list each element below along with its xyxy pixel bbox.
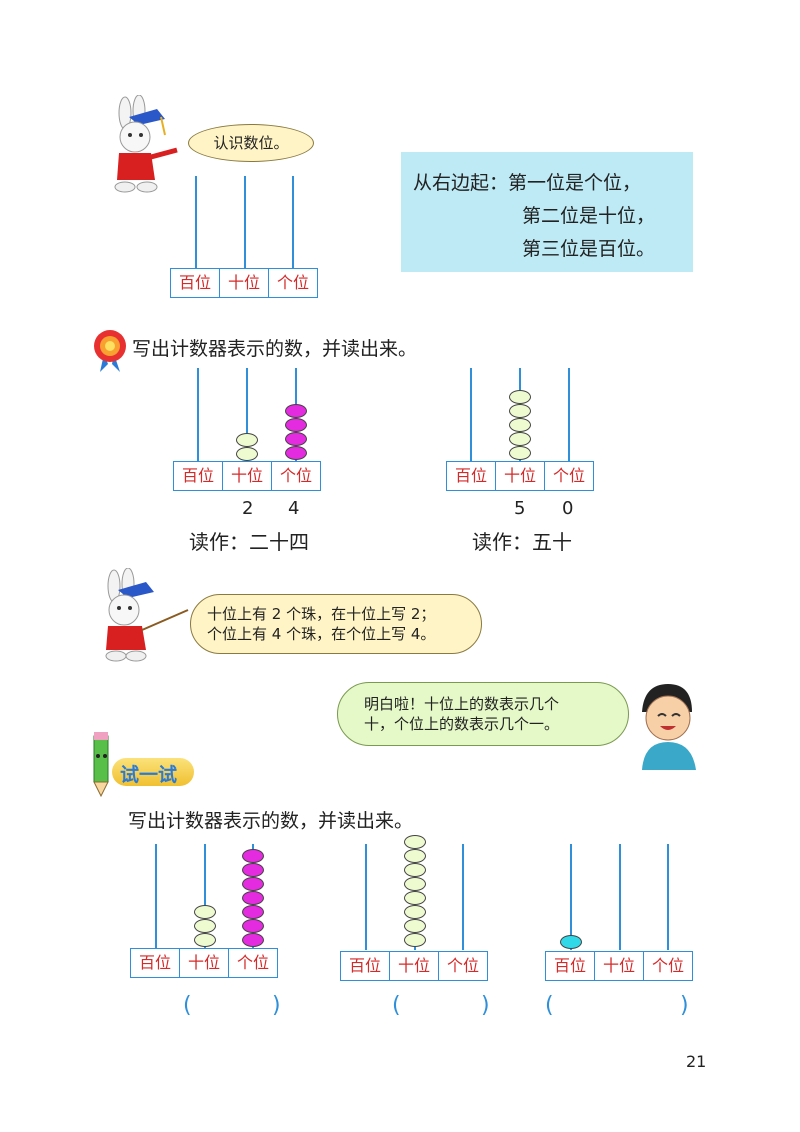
bubble-line-1: 明白啦！十位上的数表示几个	[364, 695, 560, 713]
bead	[560, 935, 582, 949]
bead	[509, 418, 531, 432]
place-label-ones: 个位	[279, 466, 312, 485]
reading-fifty: 读作：五十	[472, 530, 572, 554]
bubble-text: 认识数位。	[213, 134, 289, 152]
place-label-tens: 十位	[180, 949, 229, 977]
answer-paren-open: (	[183, 993, 192, 1018]
boy-illustration	[632, 678, 702, 770]
bead	[404, 891, 426, 905]
digit-tens: 2	[242, 498, 254, 519]
place-label-hundreds: 百位	[447, 462, 496, 490]
try-badge: 试一试	[112, 758, 194, 786]
place-label-hundreds: 百位	[174, 462, 223, 490]
flower-icon	[92, 328, 128, 372]
bead	[194, 919, 216, 933]
bead	[404, 919, 426, 933]
place-value-info-box: 从右边起：第一位是个位， 第二位是十位， 第三位是百位。	[401, 152, 693, 272]
bead	[509, 390, 531, 404]
speech-bubble-rabbit: 十位上有 2 个珠，在十位上写 2； 个位上有 4 个珠，在个位上写 4。	[190, 594, 482, 654]
place-label-hundreds: 百位	[131, 949, 180, 977]
bubble-line-2: 个位上有 4 个珠，在个位上写 4。	[207, 625, 436, 643]
bead	[404, 933, 426, 947]
try-badge-label: 试一试	[120, 764, 178, 786]
answer-paren-close: )	[272, 993, 281, 1018]
answer-blank-3[interactable]	[560, 994, 675, 1022]
info-line-3: 第三位是百位。	[522, 238, 656, 260]
bead	[242, 877, 264, 891]
digit-tens: 5	[514, 498, 526, 519]
bead	[242, 919, 264, 933]
speech-bubble-boy: 明白啦！十位上的数表示几个 十，个位上的数表示几个一。	[337, 682, 629, 746]
digit-ones: 4	[288, 498, 300, 519]
page-number: 21	[686, 1052, 707, 1071]
speech-bubble-identify: 认识数位。	[188, 124, 314, 162]
bead	[509, 446, 531, 460]
answer-blank-1[interactable]	[196, 994, 268, 1022]
bead	[404, 849, 426, 863]
bead	[285, 404, 307, 418]
place-label-hundreds: 百位	[546, 952, 595, 980]
bubble-line-2: 十，个位上的数表示几个一。	[364, 715, 560, 733]
place-label-tens: 十位	[496, 462, 545, 490]
answer-paren-close: )	[481, 993, 490, 1018]
pencil-icon	[84, 728, 120, 798]
answer-paren-close: )	[680, 993, 689, 1018]
bead	[242, 933, 264, 947]
bead	[242, 849, 264, 863]
bead	[236, 447, 258, 461]
bead	[285, 446, 307, 460]
place-label-tens: 十位	[595, 952, 644, 980]
bead	[194, 905, 216, 919]
place-label-tens: 十位	[390, 952, 439, 980]
bead	[236, 433, 258, 447]
try-instruction: 写出计数器表示的数，并读出来。	[128, 810, 414, 832]
rabbit-teacher-illustration	[95, 94, 180, 195]
info-line-2: 第二位是十位，	[522, 205, 656, 227]
bead	[509, 404, 531, 418]
place-label-ones: 个位	[552, 466, 585, 485]
bead	[194, 933, 216, 947]
place-label-hundreds: 百位	[171, 269, 220, 297]
bead	[509, 432, 531, 446]
info-line-1: 从右边起：第一位是个位，	[413, 172, 642, 194]
bead	[404, 835, 426, 849]
place-label-tens: 十位	[220, 269, 269, 297]
place-label-tens: 十位	[223, 462, 272, 490]
rabbit-pointer-illustration	[92, 567, 192, 663]
place-label-ones: 个位	[276, 273, 309, 292]
bead	[404, 905, 426, 919]
bead	[242, 863, 264, 877]
place-label-hundreds: 百位	[341, 952, 390, 980]
answer-paren-open: (	[545, 993, 554, 1018]
place-label-ones: 个位	[446, 956, 479, 975]
answer-paren-open: (	[392, 993, 401, 1018]
bead	[242, 905, 264, 919]
digit-ones: 0	[562, 498, 574, 519]
bead	[242, 891, 264, 905]
bead	[404, 877, 426, 891]
bubble-line-1: 十位上有 2 个珠，在十位上写 2；	[207, 605, 436, 623]
bead	[285, 418, 307, 432]
exercise-instruction: 写出计数器表示的数，并读出来。	[132, 338, 418, 360]
bead	[285, 432, 307, 446]
reading-twenty-four: 读作：二十四	[189, 530, 309, 554]
bead	[404, 863, 426, 877]
answer-blank-2[interactable]	[405, 994, 477, 1022]
place-label-ones: 个位	[236, 953, 269, 972]
place-label-ones: 个位	[651, 956, 684, 975]
